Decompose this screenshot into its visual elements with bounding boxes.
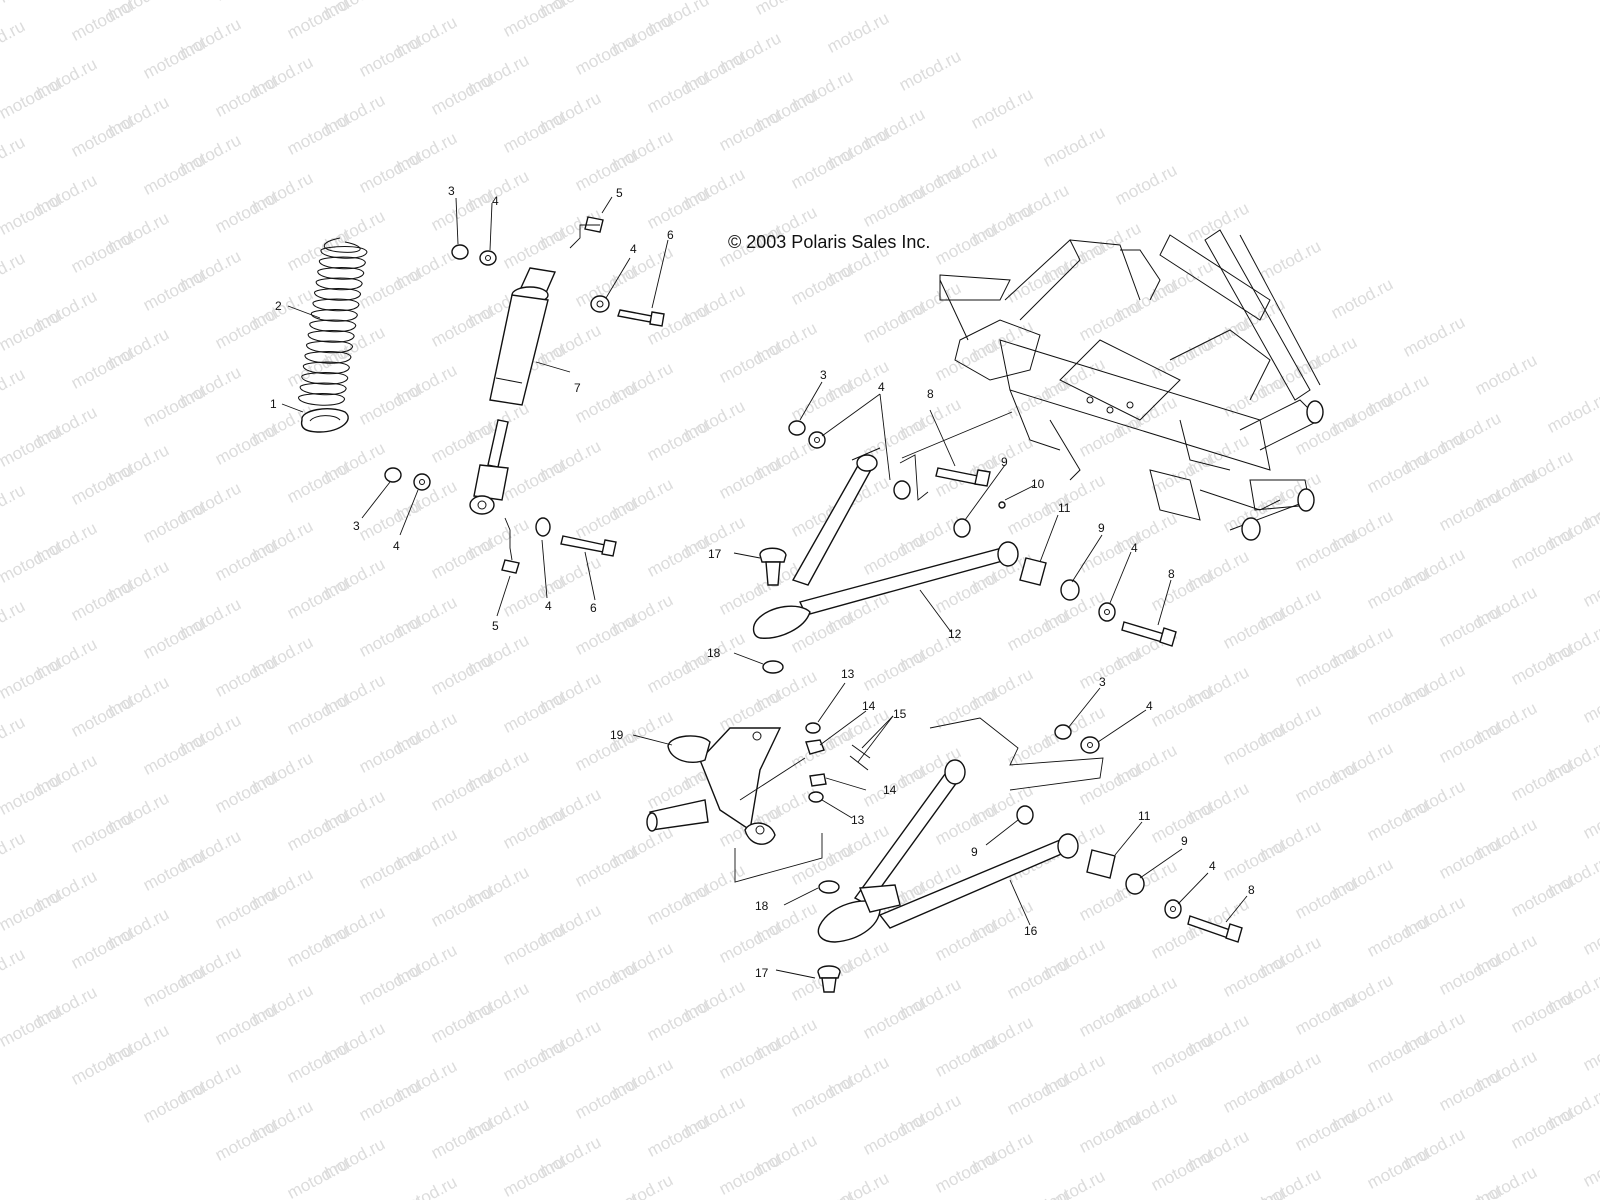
hardware-lower-shock [384,467,617,574]
assembly-brackets [504,224,1104,883]
spring-retainer [300,408,349,433]
spring-coil [318,256,366,270]
spring-coil [320,246,368,259]
callout-15: 15 [893,707,907,721]
upper-a-arm [752,447,1019,639]
shock-absorber [469,267,557,515]
spring-coil [301,372,349,385]
spring-coil [299,382,347,396]
callout-18: 18 [755,899,769,913]
spring-coil [309,319,357,333]
callout-4: 4 [492,194,499,208]
callout-11: 11 [1058,501,1071,515]
callout-11: 11 [1138,809,1151,823]
callout-8: 8 [1168,567,1175,581]
callout-4: 4 [630,242,637,256]
callout-1: 1 [270,397,277,411]
callout-14: 14 [862,699,876,713]
callout-3: 3 [353,519,360,533]
knuckle-hardware [805,722,871,803]
spring-coil [302,361,350,375]
spring-coil [306,340,354,354]
callout-2: 2 [275,299,282,313]
spring-coil [307,330,355,343]
spring-coil [310,309,358,322]
spring-coil [317,267,365,280]
callout-19: 19 [610,728,624,742]
spring-coil [298,393,346,406]
callout-12: 12 [948,627,962,641]
spring-coil [304,351,352,364]
callout-14: 14 [883,783,897,797]
upper-arm-hardware [759,420,1177,674]
callout-17: 17 [755,966,769,980]
callout-8: 8 [1248,883,1255,897]
frame-assembly [939,229,1324,541]
callout-5: 5 [616,186,623,200]
callout-9: 9 [1098,521,1105,535]
spring-coil [312,298,360,312]
callout-10: 10 [1031,477,1045,491]
callout-6: 6 [590,601,597,615]
callout-6: 6 [667,228,674,242]
spring-coil [315,277,363,291]
callout-4: 4 [1131,541,1138,555]
callout-3: 3 [1099,675,1106,689]
callout-4: 4 [545,599,552,613]
steering-knuckle [646,727,782,845]
callout-labels: 1 2 3 4 5 4 6 7 3 4 5 4 6 3 4 8 9 10 11 … [270,184,1255,980]
callout-9: 9 [971,845,978,859]
callout-8: 8 [927,387,934,401]
copyright-notice: © 2003 Polaris Sales Inc. [728,232,931,252]
callout-9: 9 [1001,455,1008,469]
callout-7: 7 [574,381,581,395]
callout-16: 16 [1024,924,1038,938]
spring-coil [314,288,362,301]
hardware-upper-shock [451,216,665,327]
callout-4: 4 [393,539,400,553]
callout-4: 4 [1209,859,1216,873]
callout-3: 3 [448,184,455,198]
lower-arm-hardware [817,724,1243,993]
callout-3: 3 [820,368,827,382]
callout-4: 4 [1146,699,1153,713]
callout-13: 13 [851,813,865,827]
leader-lines [281,196,1248,979]
callout-17: 17 [708,547,722,561]
coil-spring [298,237,368,406]
callout-9: 9 [1181,834,1188,848]
callout-5: 5 [492,619,499,633]
callout-4: 4 [878,380,885,394]
lower-a-arm [817,759,1079,943]
callout-13: 13 [841,667,855,681]
callout-18: 18 [707,646,721,660]
